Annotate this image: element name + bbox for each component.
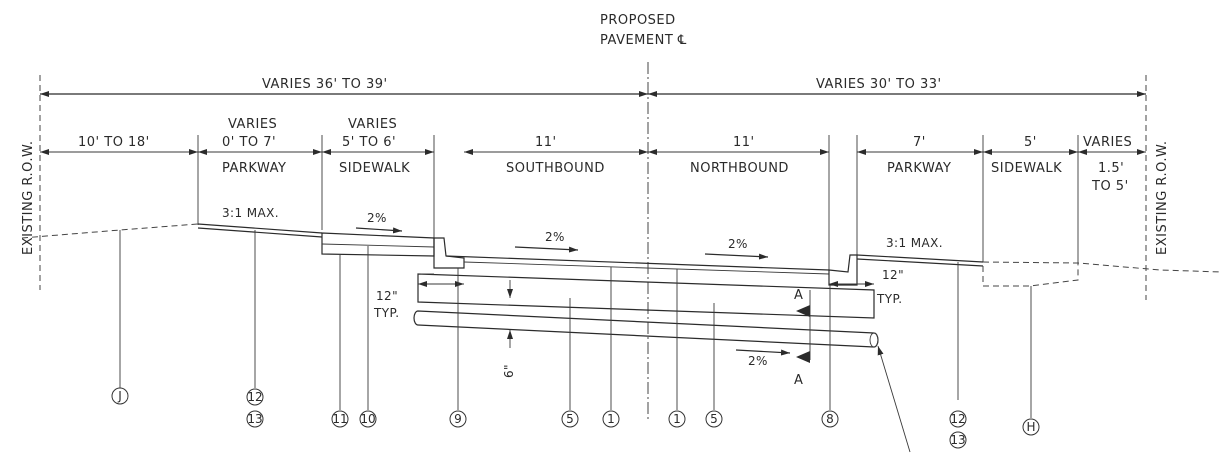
centerline-label-line1: PROPOSED: [600, 13, 676, 28]
right-parkway-width: 7': [913, 135, 926, 150]
callout-5-left: 5: [561, 410, 579, 428]
left-parkway-slope: [197, 223, 323, 234]
southbound-label: SOUTHBOUND: [506, 161, 605, 176]
pavement-surface: [445, 255, 830, 271]
callout-9: 9: [449, 410, 467, 428]
right-parkway-slope: [856, 254, 984, 263]
callout-11: 11: [331, 410, 349, 428]
right-slope-label: 3:1 MAX.: [886, 236, 943, 250]
callout-12-left: 12: [246, 388, 264, 406]
base-course: [417, 273, 875, 319]
callout-12-right: 12: [949, 410, 967, 428]
section-arrow-bottom: [796, 351, 810, 363]
existing-ground-right: [982, 261, 1223, 273]
left-curb: [433, 237, 465, 269]
left-sidewalk-label: SIDEWALK: [339, 161, 410, 176]
callout-13-left: 13: [246, 410, 264, 428]
section-label-bottom: A: [794, 373, 803, 388]
right-outer-to: TO 5': [1091, 179, 1129, 194]
right-sidewalk-width: 5': [1024, 135, 1037, 150]
left-sidewalk-range: 5' TO 6': [342, 135, 396, 150]
right-sidewalk-outline: [982, 262, 1079, 287]
nb-slope-arrow: [704, 253, 769, 260]
section-arrow-top: [796, 305, 810, 317]
callout-h: H: [1022, 418, 1040, 436]
callout-8: 8: [821, 410, 839, 428]
callout-11-label: 11: [332, 412, 347, 426]
callout-9-label: 9: [454, 412, 462, 426]
right-base-typ-label: TYP.: [876, 292, 902, 306]
right-base-dim-label: 12": [882, 268, 904, 282]
callout-10-label: 10: [360, 412, 375, 426]
right-parkway-label: PARKWAY: [887, 161, 951, 176]
base-slope-arrow: [735, 349, 791, 356]
pavement-surface-under: [463, 261, 830, 275]
callout-h-label: H: [1026, 420, 1035, 434]
centerline-label-line2: PAVEMENT ℄: [600, 33, 687, 48]
base-slope-label: 2%: [748, 354, 768, 368]
left-parkway-varies: VARIES: [228, 117, 277, 132]
left-row-label: EXISTING R.O.W.: [21, 141, 36, 255]
callout-13-right: 13: [949, 431, 967, 449]
left-base-dim-label: 12": [376, 289, 398, 303]
callout-12-right-label: 12: [950, 412, 965, 426]
right-row-label: EXISTING R.O.W.: [1155, 141, 1170, 255]
sb-slope-label: 2%: [545, 230, 565, 244]
left-outer-dim-label: 10' TO 18': [78, 135, 150, 150]
callout-10: 10: [359, 410, 377, 428]
sb-slope-arrow: [514, 246, 579, 253]
underdrain-pipe-end: [869, 332, 879, 348]
left-sidewalk-slope-label: 2%: [367, 211, 387, 225]
callout-8-label: 8: [826, 412, 834, 426]
underdrain-pipe: [413, 310, 879, 348]
section-label-top: A: [794, 288, 803, 303]
overall-dim-right-label: VARIES 30' TO 33': [816, 77, 942, 92]
northbound-label: NORTHBOUND: [690, 161, 789, 176]
existing-ground-left: [21, 223, 199, 239]
right-parkway-slope-under: [856, 258, 984, 267]
right-curb: [828, 254, 858, 286]
callout-5-left-label: 5: [566, 412, 574, 426]
nb-slope-label: 2%: [728, 237, 748, 251]
callout-5-right: 5: [705, 410, 723, 428]
left-parkway-range: 0' TO 7': [222, 135, 276, 150]
left-parkway-slope-under: [197, 227, 323, 238]
callout-5-right-label: 5: [710, 412, 718, 426]
callout-1-left: 1: [602, 410, 620, 428]
left-slope-label: 3:1 MAX.: [222, 206, 279, 220]
left-sidewalk-varies: VARIES: [348, 117, 397, 132]
right-outer-value: 1.5': [1098, 161, 1124, 176]
overall-dim-left-label: VARIES 36' TO 39': [262, 77, 388, 92]
northbound-width: 11': [733, 135, 755, 150]
callout-1-left-label: 1: [607, 412, 615, 426]
left-sidewalk-inner: [321, 243, 435, 248]
callout-j-label: J: [117, 389, 122, 403]
callout-1-right-label: 1: [673, 412, 681, 426]
left-parkway-label: PARKWAY: [222, 161, 286, 176]
callout-13-left-label: 13: [247, 412, 262, 426]
callout-12-left-label: 12: [247, 390, 262, 404]
southbound-width: 11': [535, 135, 557, 150]
right-outer-varies: VARIES: [1083, 135, 1132, 150]
right-sidewalk-label: SIDEWALK: [991, 161, 1062, 176]
depth-dim-label: 6": [502, 364, 516, 378]
leader-pipe: [877, 345, 911, 453]
left-base-typ-label: TYP.: [373, 306, 399, 320]
callout-j: J: [111, 387, 129, 405]
callout-13-right-label: 13: [950, 433, 965, 447]
left-sidewalk-slope-arrow: [355, 227, 403, 234]
callout-1-right: 1: [668, 410, 686, 428]
